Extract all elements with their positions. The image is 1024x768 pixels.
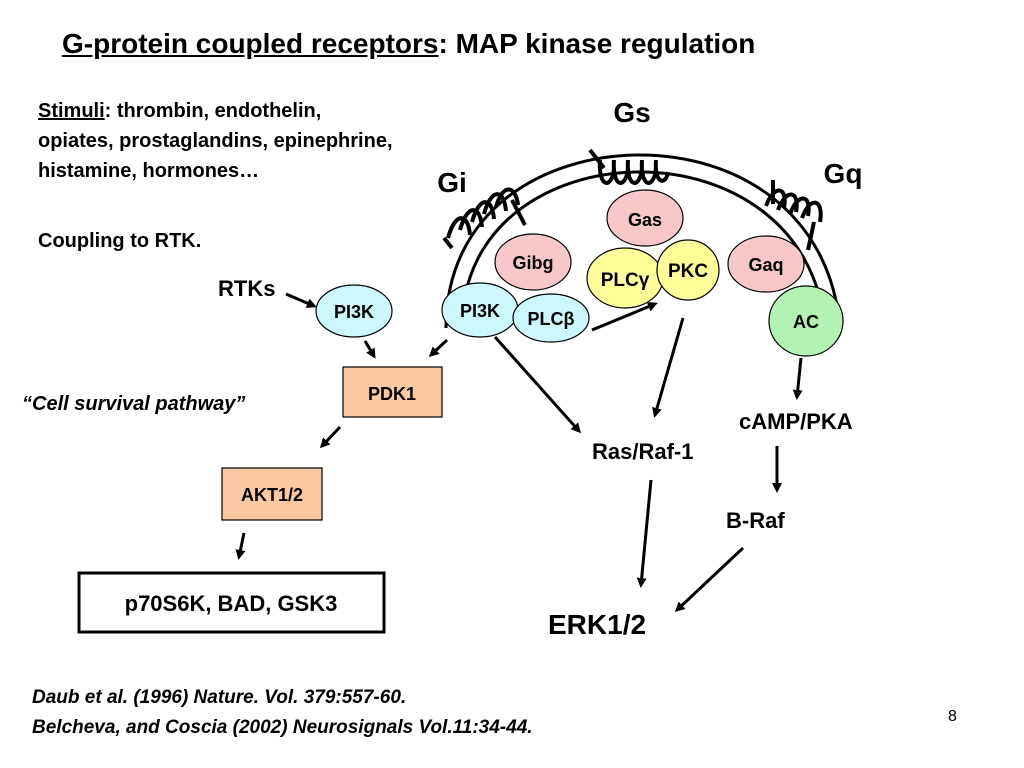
- node-pkc: PKC: [656, 239, 720, 301]
- node-gas: Gas: [606, 189, 684, 247]
- arrow-pi3k-membrane-pdk1: [428, 338, 449, 358]
- page-number: 8: [948, 708, 957, 725]
- node-gaq: Gaq: [727, 235, 805, 293]
- node-ac-label: AC: [793, 312, 819, 332]
- node-gibg-label: Gibg: [513, 253, 554, 273]
- arrows: [235, 292, 803, 613]
- node-akt-label: AKT1/2: [241, 485, 303, 505]
- arrow-akt-targets: [235, 532, 246, 560]
- arrow-pdk1-akt: [319, 425, 342, 449]
- citation-1: Daub et al. (1996) Nature. Vol. 379:557-…: [32, 687, 407, 708]
- node-pi3k-rtk-label: PI3K: [334, 302, 374, 322]
- node-pi3k-membrane: PI3K: [441, 282, 519, 338]
- stimuli-line-3: histamine, hormones…: [38, 160, 260, 182]
- receptor-gs-label: Gs: [613, 97, 650, 128]
- receptor-gi-coil: [442, 187, 527, 250]
- ras-raf-label: Ras/Raf-1: [592, 439, 693, 464]
- arrow-ras-erk: [636, 479, 653, 588]
- node-gas-label: Gas: [628, 210, 662, 230]
- arrow-pi3k-pdk1: [363, 340, 376, 359]
- node-pi3k-rtk: PI3K: [315, 284, 393, 338]
- node-targets-label: p70S6K, BAD, GSK3: [125, 591, 338, 616]
- stimuli-label: Stimuli: [38, 100, 105, 122]
- node-plcb-label: PLCβ: [528, 309, 575, 329]
- receptor-gi-label: Gi: [437, 167, 467, 198]
- stimuli-text: Stimuli: thrombin, endothelin, opiates, …: [38, 96, 393, 186]
- receptor-gs-coil: [588, 148, 670, 185]
- node-akt: AKT1/2: [221, 467, 323, 521]
- camp-pka-label: cAMP/PKA: [739, 409, 853, 434]
- braf-label: B-Raf: [726, 508, 785, 533]
- arrow-pi3k-ras: [493, 336, 581, 434]
- arrow-ac-camp: [792, 357, 803, 400]
- arrow-pkc-ras: [652, 317, 685, 418]
- stimuli-line-1-text: : thrombin, endothelin,: [104, 100, 322, 122]
- node-plcg: PLCγ: [586, 247, 664, 309]
- slide-title: G-protein coupled receptors: MAP kinase …: [62, 28, 755, 60]
- arrow-plcb-plcg: [591, 302, 658, 332]
- node-plcb: PLCβ: [512, 293, 590, 343]
- stimuli-line-1: Stimuli: thrombin, endothelin,: [38, 96, 393, 126]
- coupling-text: Coupling to RTK.: [38, 230, 202, 252]
- receptor-gq-coil: [764, 180, 823, 251]
- node-pdk1-label: PDK1: [368, 384, 416, 404]
- arrow-rtks-pi3k: [285, 292, 317, 308]
- node-pi3k-membrane-label: PI3K: [460, 301, 500, 321]
- title-rest: : MAP kinase regulation: [438, 28, 756, 59]
- stimuli-line-2: opiates, prostaglandins, epinephrine,: [38, 130, 393, 152]
- node-gaq-label: Gaq: [748, 255, 783, 275]
- cell-survival-label: “Cell survival pathway”: [22, 393, 246, 415]
- citation-2: Belcheva, and Coscia (2002) Neurosignals…: [32, 717, 533, 738]
- title-underlined: G-protein coupled receptors: [62, 28, 439, 59]
- citations: Daub et al. (1996) Nature. Vol. 379:557-…: [32, 683, 533, 743]
- node-pkc-label: PKC: [668, 261, 708, 282]
- node-plcg-label: PLCγ: [601, 270, 650, 291]
- rtks-label: RTKs: [218, 276, 275, 301]
- node-targets: p70S6K, BAD, GSK3: [77, 571, 386, 634]
- erk-label: ERK1/2: [548, 609, 646, 640]
- node-gibg: Gibg: [494, 233, 572, 291]
- node-pdk1: PDK1: [342, 366, 443, 418]
- receptor-gq-label: Gq: [824, 158, 863, 189]
- node-ac: AC: [768, 285, 844, 357]
- arrow-braf-erk: [674, 546, 745, 613]
